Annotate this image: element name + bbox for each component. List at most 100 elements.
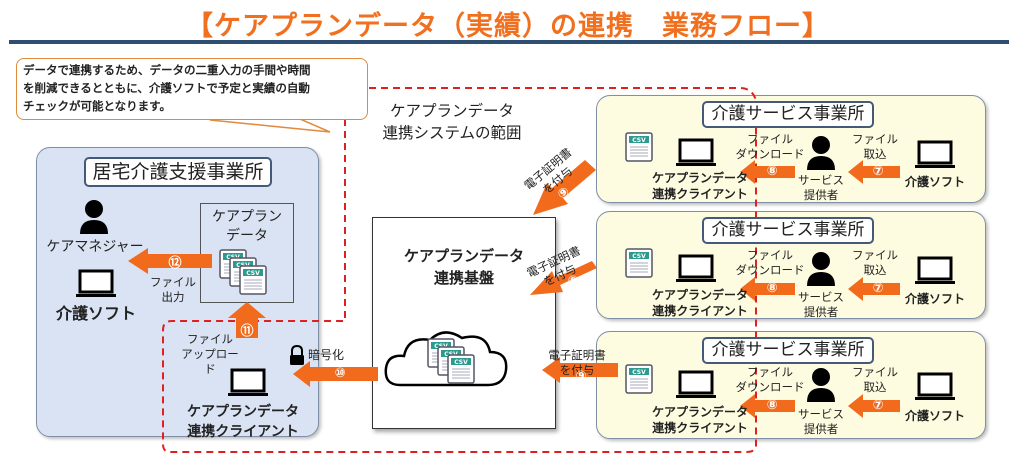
file-output-line: ファイル — [150, 275, 196, 289]
provider-line: 提供者 — [803, 305, 839, 319]
step-8: ⑧ — [766, 164, 778, 179]
download-label-1: ファイル ダウンロード — [735, 132, 805, 162]
client-label-line: ケアプランデータ — [651, 288, 748, 302]
arrow-9-top — [533, 160, 596, 215]
download-line: ダウンロード — [735, 380, 805, 394]
care-plan-data-label: ケアプラン データ — [200, 208, 294, 246]
step-10: ⑩ — [334, 366, 346, 381]
step-7: ⑦ — [872, 281, 884, 296]
provider-label-2: サービス 提供者 — [796, 290, 846, 320]
step-12: ⑫ — [168, 256, 182, 271]
provider-line: サービス — [798, 407, 844, 421]
callout-line: チェックが可能となります。 — [23, 99, 172, 113]
kaigo-soft-label-3: 介護ソフト — [905, 409, 966, 423]
title-divider — [9, 40, 1009, 44]
step-8: ⑧ — [766, 398, 778, 413]
download-line: ダウンロード — [735, 263, 805, 277]
kaigo-soft-label-1: 介護ソフト — [905, 175, 966, 189]
arrow-10 — [293, 361, 378, 387]
client-label-1: ケアプランデータ 連携クライアント — [650, 170, 750, 202]
callout-tail — [209, 118, 331, 133]
scope-boundary — [162, 87, 757, 453]
provider-label-3: サービス 提供者 — [796, 407, 846, 437]
step-11: ⑪ — [240, 324, 254, 339]
client-label-line: 連携クライアント — [652, 187, 748, 201]
client-label-line: 連携クライアント — [652, 304, 748, 318]
file-upload-line: アップロード — [181, 347, 239, 376]
certificate-label-bottom: 電子証明書 を付与 — [542, 348, 612, 378]
csv-file-icon — [447, 354, 475, 384]
provider-line: 提供者 — [803, 188, 839, 202]
download-line: ダウンロード — [735, 147, 805, 161]
import-label-3: ファイル 取込 — [850, 365, 900, 395]
platform-label-line: ケアプランデータ — [403, 247, 524, 265]
kaigo-soft-label-2: 介護ソフト — [905, 292, 966, 306]
scope-label-line: ケアプランデータ — [389, 102, 514, 120]
plan-data-line: データ — [226, 228, 268, 244]
file-output-line: 出力 — [161, 290, 185, 304]
arrow-11 — [228, 302, 266, 338]
platform-label-line: 連携基盤 — [433, 269, 494, 287]
kaigo-soft-label: 介護ソフト — [55, 304, 136, 323]
import-line: ファイル — [852, 248, 898, 262]
download-line: ファイル — [747, 248, 793, 262]
client-label-line: 連携クライアント — [652, 421, 748, 435]
file-output-label: ファイル 出力 — [148, 275, 198, 305]
care-manager-label: ケアマネジャー — [46, 239, 144, 255]
step-7: ⑦ — [872, 398, 884, 413]
page-title: 【ケアプランデータ（実績）の連携 業務フロー】 — [186, 11, 830, 42]
kaigo-soft-laptop-icon — [74, 269, 118, 299]
client-label-line: 連携クライアント — [187, 424, 299, 440]
provider-line: サービス — [798, 290, 844, 304]
client-label: ケアプランデータ 連携クライアント — [178, 402, 308, 442]
provider-line: サービス — [798, 173, 844, 187]
csv-file-icon — [239, 265, 267, 295]
download-line: ファイル — [747, 132, 793, 146]
download-label-2: ファイル ダウンロード — [735, 248, 805, 278]
plan-data-line: ケアプラン — [212, 209, 282, 225]
service-office-1-icons — [625, 132, 957, 184]
client-label-line: ケアプランデータ — [651, 171, 748, 185]
service-office-title-3: 介護サービス事業所 — [702, 337, 874, 364]
lock-icon — [290, 344, 304, 365]
client-label-2: ケアプランデータ 連携クライアント — [650, 287, 750, 319]
care-manager-icon — [80, 200, 108, 234]
service-office-2-icons — [625, 248, 957, 301]
scope-label: ケアプランデータ 連携システムの範囲 — [362, 100, 542, 144]
step-9-bottom: ⑨ — [575, 369, 587, 384]
client-label-line: ケアプランデータ — [651, 405, 748, 419]
provider-line: 提供者 — [803, 422, 839, 436]
service-office-title-1: 介護サービス事業所 — [702, 101, 874, 128]
platform-box — [372, 217, 556, 429]
step-7: ⑦ — [872, 164, 884, 179]
callout-line: を削減できるとともに、介護ソフトで予定と実績の自動 — [23, 81, 310, 95]
client-label-3: ケアプランデータ 連携クライアント — [650, 404, 750, 436]
client-label-line: ケアプランデータ — [187, 404, 299, 420]
import-line: 取込 — [863, 147, 887, 161]
arrow-12 — [128, 248, 212, 274]
file-upload-label: ファイル アップロード — [178, 332, 242, 377]
arrow-9-bottom — [542, 357, 618, 383]
provider-label-1: サービス 提供者 — [796, 173, 846, 203]
download-label-3: ファイル ダウンロード — [735, 365, 805, 395]
import-line: 取込 — [863, 263, 887, 277]
arrow-9-middle — [530, 261, 597, 295]
service-office-title-2: 介護サービス事業所 — [702, 217, 874, 244]
import-line: 取込 — [863, 380, 887, 394]
download-line: ファイル — [747, 365, 793, 379]
service-office-3-icons — [625, 364, 957, 418]
step-9-middle: ⑨ — [567, 274, 579, 289]
certificate-line: 電子証明書 — [548, 348, 606, 362]
file-upload-line: ファイル — [187, 332, 233, 346]
certificate-line: を付与 — [559, 363, 595, 377]
import-label-2: ファイル 取込 — [850, 248, 900, 278]
import-line: ファイル — [852, 365, 898, 379]
kyotaku-office-title: 居宅介護支援事業所 — [84, 157, 272, 187]
callout-line: データで連携するため、データの二重入力の手間や時間 — [23, 63, 311, 77]
import-label-1: ファイル 取込 — [850, 132, 900, 162]
step-8: ⑧ — [766, 281, 778, 296]
platform-label: ケアプランデータ 連携基盤 — [372, 245, 556, 289]
scope-label-line: 連携システムの範囲 — [382, 124, 522, 142]
encryption-label: 暗号化 — [308, 348, 345, 362]
